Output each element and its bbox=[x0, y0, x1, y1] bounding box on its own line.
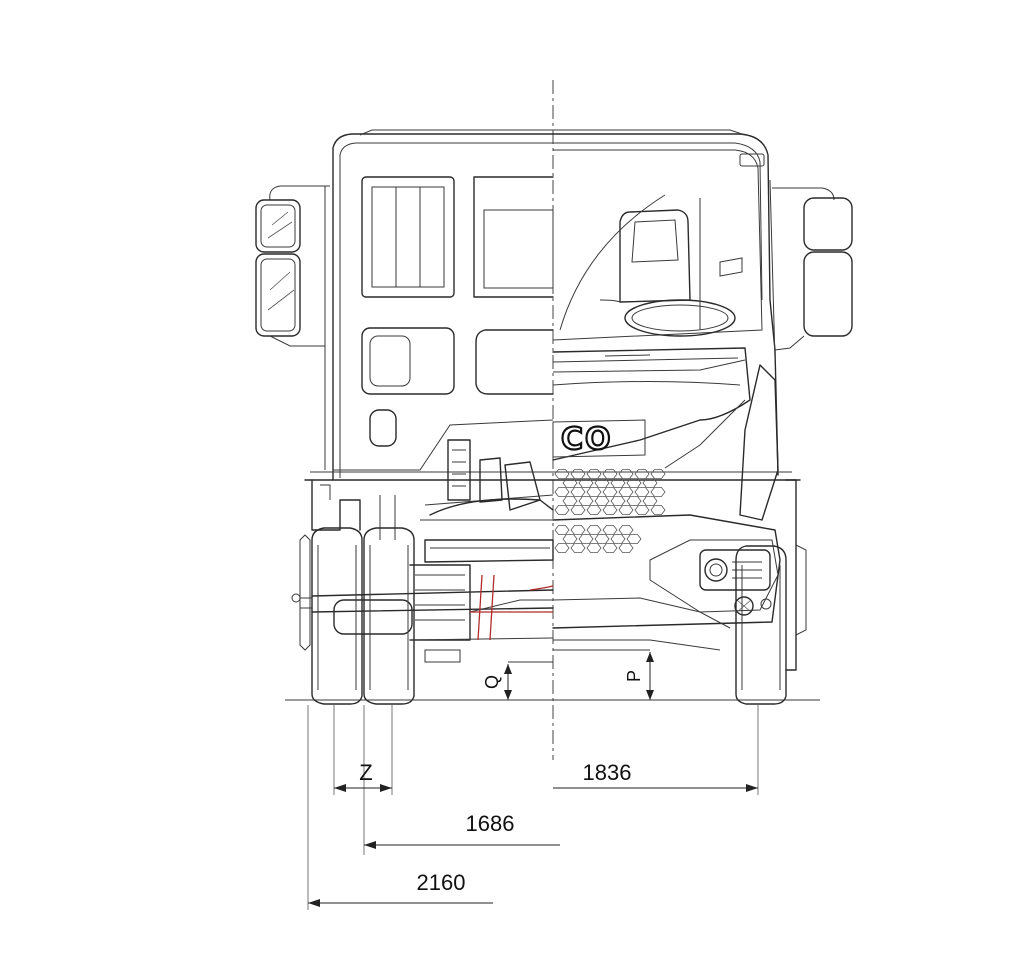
grille-cell bbox=[554, 487, 570, 497]
grille-cell bbox=[578, 496, 594, 506]
grille-cell bbox=[642, 496, 658, 506]
grille-cell bbox=[626, 534, 642, 544]
front-wheel bbox=[735, 479, 807, 705]
grille-cell bbox=[634, 505, 650, 515]
grille-cell bbox=[594, 534, 610, 544]
grille-cell bbox=[626, 478, 642, 488]
grille-cell bbox=[594, 496, 610, 506]
dimension-label-p: P bbox=[624, 670, 644, 682]
grille-cell bbox=[602, 487, 618, 497]
grille-cell bbox=[602, 469, 618, 479]
rear-wheels bbox=[299, 527, 415, 705]
front-cab bbox=[552, 149, 781, 651]
brand-logo: CO bbox=[552, 419, 646, 458]
dimension-value-1836: 1836 bbox=[583, 760, 632, 785]
grille-cell bbox=[578, 534, 594, 544]
grille-cell bbox=[570, 469, 586, 479]
grille-cell bbox=[618, 487, 634, 497]
grille-cell bbox=[554, 543, 570, 553]
grille-cell bbox=[554, 469, 570, 479]
grille-cell bbox=[562, 534, 578, 544]
dimension-label-z: Z bbox=[359, 760, 372, 785]
dimension-value-1686: 1686 bbox=[466, 811, 515, 836]
cab-shell bbox=[304, 129, 801, 481]
grille-cell bbox=[634, 469, 650, 479]
ground-clearance-p: P bbox=[553, 649, 654, 700]
right-mirror bbox=[772, 187, 853, 351]
dimension-front-track: 1836 bbox=[553, 760, 758, 792]
grille-cell bbox=[586, 525, 602, 535]
grille-cell bbox=[618, 543, 634, 553]
grille-cell bbox=[642, 478, 658, 488]
grille-cell bbox=[618, 525, 634, 535]
dimension-extension-lines bbox=[307, 705, 759, 910]
left-mirror bbox=[255, 185, 330, 347]
dimension-rear-track: 1686 bbox=[364, 811, 560, 849]
grille-cell bbox=[626, 496, 642, 506]
grille-cell bbox=[610, 478, 626, 488]
grille-cell bbox=[562, 478, 578, 488]
grille-cell bbox=[610, 496, 626, 506]
grille-cell bbox=[570, 525, 586, 535]
grille-cell bbox=[602, 505, 618, 515]
grille-cell bbox=[650, 469, 666, 479]
grille-cell bbox=[650, 505, 666, 515]
grille-cell bbox=[562, 496, 578, 506]
dimension-label-q: Q bbox=[482, 675, 502, 689]
grille-cell bbox=[618, 505, 634, 515]
grille-cell bbox=[618, 469, 634, 479]
ground-clearance-q: Q bbox=[482, 661, 553, 700]
dimension-z: Z bbox=[334, 760, 392, 792]
honeycomb-grille bbox=[554, 469, 666, 553]
rear-cab-panels bbox=[333, 176, 554, 471]
dimension-overall-width: 2160 bbox=[308, 870, 493, 907]
grille-cell bbox=[570, 505, 586, 515]
dimension-value-2160: 2160 bbox=[417, 870, 466, 895]
grille-cell bbox=[570, 487, 586, 497]
grille-cell bbox=[602, 525, 618, 535]
grille-cell bbox=[586, 505, 602, 515]
grille-cell bbox=[634, 487, 650, 497]
grille-cell bbox=[578, 478, 594, 488]
grille-cell bbox=[610, 534, 626, 544]
grille-cell bbox=[554, 505, 570, 515]
grille-cell bbox=[594, 478, 610, 488]
brand-logo-text: CO bbox=[561, 422, 613, 457]
grille-cell bbox=[586, 487, 602, 497]
chassis-components bbox=[291, 439, 554, 663]
grille-cell bbox=[586, 469, 602, 479]
grille-cell bbox=[586, 543, 602, 553]
grille-cell bbox=[570, 543, 586, 553]
grille-cell bbox=[602, 543, 618, 553]
grille-cell bbox=[554, 525, 570, 535]
grille-cell bbox=[650, 487, 666, 497]
red-highlight-parts bbox=[470, 574, 554, 641]
